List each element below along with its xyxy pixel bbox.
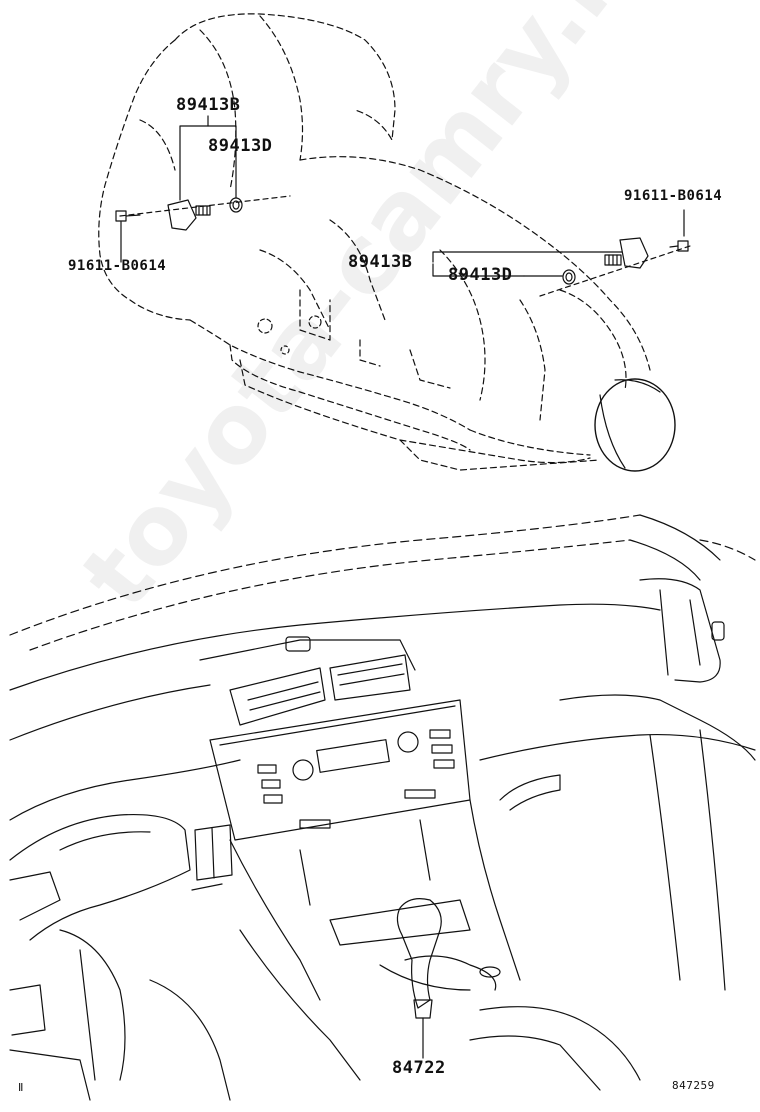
part-label-89413d-top: 89413D [208, 136, 273, 156]
part-label-89413d-right: 89413D [448, 265, 513, 285]
transmission-assembly [98, 13, 676, 472]
right-speed-sensor-group [432, 209, 691, 297]
part-label-89413b-right: 89413B [348, 252, 413, 272]
part-label-89413b-top: 89413B [176, 95, 241, 115]
corner-mark: Ⅱ [18, 1081, 24, 1094]
part-label-91611-b0614-right: 91611-B0614 [624, 188, 723, 204]
part-label-91611-b0614-left: 91611-B0614 [68, 258, 167, 274]
figure-number: 847259 [672, 1079, 715, 1092]
dashboard-interior [9, 514, 756, 1101]
top-speed-sensor-group [115, 115, 291, 263]
part-label-84722: 84722 [392, 1058, 446, 1078]
